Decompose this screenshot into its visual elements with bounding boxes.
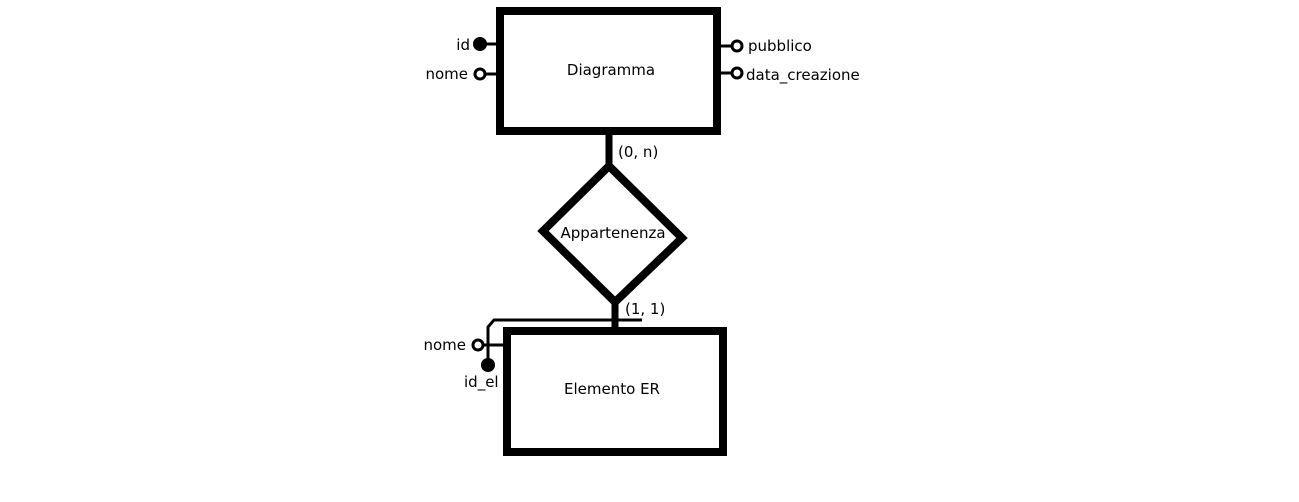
attribute-elemento-id-el-label: id_el xyxy=(464,373,499,392)
cardinality-diagramma: (0, n) xyxy=(618,143,658,161)
entity-diagramma[interactable]: Diagramma xyxy=(496,7,721,135)
entity-elemento-er[interactable]: Elemento ER xyxy=(503,327,727,456)
attribute-elemento-nome-label: nome xyxy=(423,336,466,354)
attribute-diagramma-nome-label: nome xyxy=(425,65,468,83)
entity-diagramma-box xyxy=(496,7,721,135)
cardinality-elemento: (1, 1) xyxy=(625,300,665,318)
attribute-circle-icon xyxy=(471,338,485,352)
attribute-diagramma-id-label: id xyxy=(456,36,470,54)
attribute-diagramma-data-creazione-label: data_creazione xyxy=(746,66,860,85)
attribute-diagramma-id[interactable]: id xyxy=(456,36,500,54)
entity-diagramma-label: Diagramma xyxy=(567,61,655,79)
attribute-elemento-nome[interactable]: nome xyxy=(423,336,507,354)
identifier-dot-icon xyxy=(481,358,495,372)
entity-elemento-er-label: Elemento ER xyxy=(564,380,660,398)
attribute-diagramma-nome[interactable]: nome xyxy=(425,65,500,83)
attribute-diagramma-data-creazione[interactable]: data_creazione xyxy=(717,66,860,85)
attribute-diagramma-pubblico[interactable]: pubblico xyxy=(717,37,812,55)
attribute-circle-icon xyxy=(730,39,744,53)
relationship-appartenenza[interactable]: Appartenenza xyxy=(537,160,688,308)
entity-elemento-er-box xyxy=(503,327,727,456)
attribute-circle-icon xyxy=(730,66,744,80)
attribute-elemento-id-el[interactable]: id_el xyxy=(464,358,499,392)
relationship-appartenenza-label: Appartenenza xyxy=(560,224,665,242)
identifier-dot-icon xyxy=(473,37,487,51)
external-identifier-line xyxy=(486,318,642,362)
attribute-circle-icon xyxy=(473,67,487,81)
attribute-diagramma-pubblico-label: pubblico xyxy=(748,37,812,55)
